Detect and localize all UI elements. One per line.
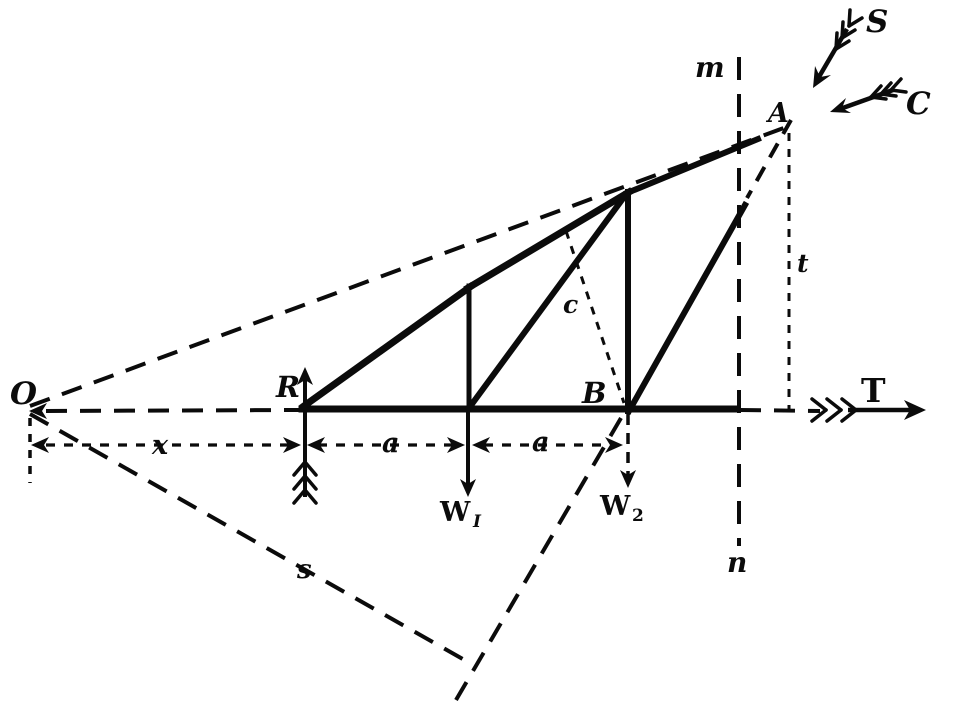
head-T-right — [904, 400, 926, 420]
feather-R — [303, 474, 318, 491]
feather-R — [292, 460, 307, 477]
feather-C — [889, 77, 903, 92]
member-diagonal-1 — [464, 188, 632, 413]
head-a1-right — [447, 437, 465, 453]
line-S-action-upper — [745, 119, 793, 199]
label-O: O — [10, 376, 37, 412]
label-t: t — [797, 249, 809, 278]
label-c: c — [563, 290, 578, 319]
head-x-left — [31, 437, 49, 453]
feather-T — [840, 397, 858, 412]
feather-S — [834, 31, 839, 51]
line-O-to-R — [45, 408, 300, 413]
head-S — [813, 66, 831, 88]
label-a2: a — [532, 427, 550, 458]
line-chord-to-T — [739, 408, 821, 413]
line-O-perp-to-S — [29, 412, 469, 664]
feather-C — [869, 95, 888, 101]
feather-S — [847, 16, 864, 28]
head-C — [830, 98, 851, 113]
label-S: S — [866, 4, 888, 40]
feather-S — [847, 8, 852, 28]
head-a2-right — [605, 437, 623, 453]
label-a1: a — [382, 428, 400, 459]
head-R-up — [297, 367, 313, 385]
label-C: C — [906, 86, 931, 122]
feather-T — [810, 408, 828, 423]
label-W1: W — [439, 497, 471, 528]
head-x-right — [283, 437, 301, 453]
feather-S — [834, 39, 851, 51]
head-line-at-O — [29, 403, 47, 419]
feather-S — [840, 28, 857, 40]
head-W2-down — [620, 470, 636, 488]
head-a1-left — [307, 437, 325, 453]
member-top-chord-3 — [623, 135, 762, 197]
feather-C — [869, 84, 883, 99]
member-top-chord-1 — [299, 282, 475, 411]
feather-R — [292, 474, 307, 491]
label-s: s — [296, 555, 312, 585]
label-x: x — [151, 430, 169, 461]
label-W1-sub: I — [472, 512, 482, 532]
label-W2-sub: 2 — [632, 506, 644, 526]
line-O-to-A — [29, 124, 790, 408]
feather-R — [292, 488, 307, 505]
feather-R — [303, 488, 318, 505]
feather-T — [810, 397, 828, 412]
feather-C — [879, 81, 893, 96]
feather-S — [840, 20, 845, 40]
feather-T — [825, 397, 843, 412]
label-T: T — [861, 371, 886, 410]
head-W1-down — [460, 479, 476, 497]
label-A: A — [765, 98, 789, 129]
feather-C — [879, 92, 898, 98]
label-n: n — [727, 546, 747, 579]
label-W2: W — [599, 491, 631, 522]
label-B: B — [581, 376, 607, 410]
member-top-chord-2 — [463, 187, 634, 293]
line-S-action-lower — [454, 416, 623, 702]
feather-C — [889, 88, 908, 94]
feather-R — [303, 460, 318, 477]
feather-T — [840, 408, 858, 423]
feather-T — [825, 408, 843, 423]
member-diagonal-2-cut — [624, 200, 750, 416]
label-R: R — [275, 370, 300, 404]
label-m: m — [695, 51, 725, 84]
head-a2-left — [472, 437, 490, 453]
dim-c — [564, 230, 626, 404]
